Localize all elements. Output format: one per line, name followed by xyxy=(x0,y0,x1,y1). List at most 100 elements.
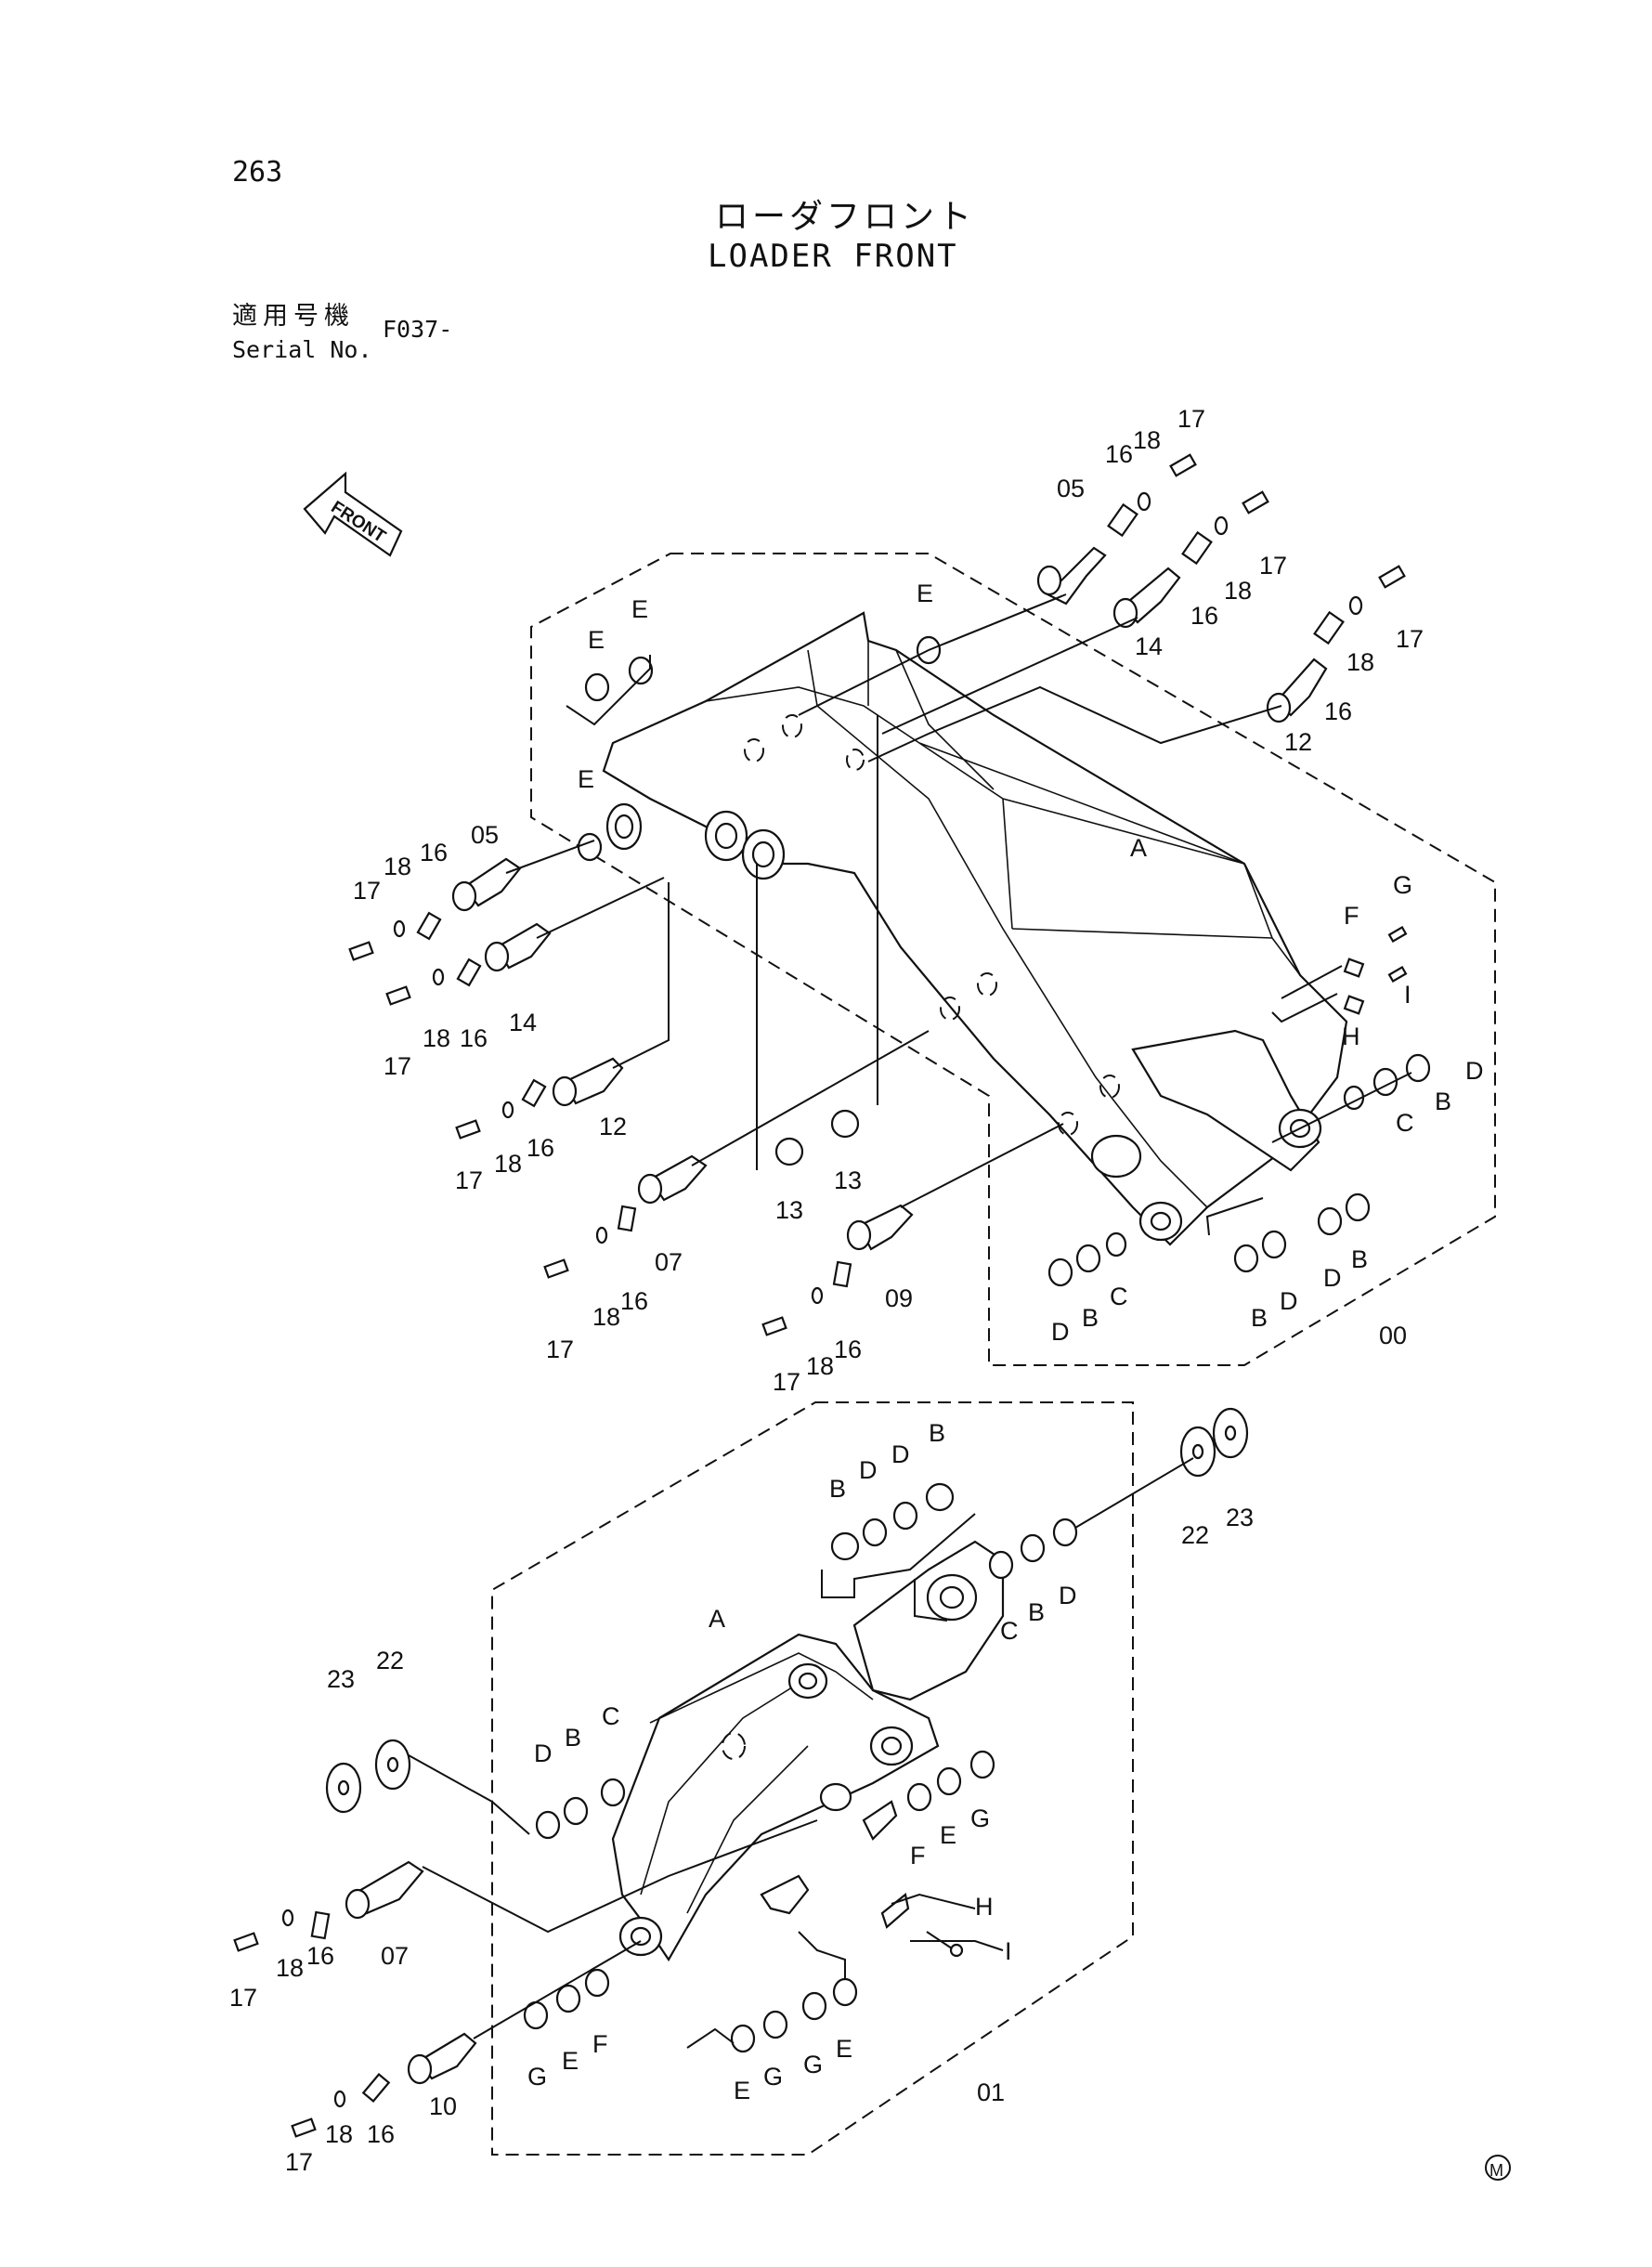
callout: A xyxy=(1130,834,1147,862)
callout: 18 xyxy=(1346,648,1374,676)
callout: 17 xyxy=(229,1984,257,2012)
callout: C xyxy=(1110,1283,1128,1310)
page-title: LOADER FRONT xyxy=(708,238,958,275)
callout: 17 xyxy=(285,2148,313,2176)
callout: E xyxy=(631,595,648,623)
callout: B xyxy=(1251,1304,1268,1332)
callout: 18 xyxy=(423,1024,450,1052)
callout: 00 xyxy=(1379,1322,1407,1349)
callout: E xyxy=(940,1821,956,1849)
callout: B xyxy=(1028,1598,1045,1626)
callout: C xyxy=(1000,1617,1019,1645)
callout: D xyxy=(859,1456,878,1484)
callout: 17 xyxy=(1177,405,1205,433)
lower-callouts: B D D B 22 23 C B D A 23 22 D B C G E F … xyxy=(229,1419,1254,2176)
callout: 05 xyxy=(471,821,499,849)
callout: 18 xyxy=(325,2120,353,2148)
callout: 17 xyxy=(773,1368,800,1396)
callout: 18 xyxy=(384,853,411,880)
serial-label-japanese: 適用号機 xyxy=(232,302,355,331)
callout: 05 xyxy=(1057,475,1085,502)
callout: B xyxy=(565,1724,581,1752)
callout: G xyxy=(803,2051,823,2078)
page-title-japanese: ローダフロント xyxy=(715,198,976,236)
callout: D xyxy=(1465,1057,1484,1085)
callout: 07 xyxy=(381,1942,409,1970)
callout: 07 xyxy=(655,1248,683,1276)
callout: I xyxy=(1404,981,1411,1009)
callout: 01 xyxy=(977,2078,1005,2106)
callout: 16 xyxy=(306,1942,334,1970)
callout: 18 xyxy=(276,1954,304,1982)
callout: 17 xyxy=(384,1052,411,1080)
bellcrank-assembly-outline xyxy=(491,1401,1134,2156)
callout: F xyxy=(910,1842,926,1870)
callout: 23 xyxy=(327,1665,355,1693)
callout: G xyxy=(1393,871,1412,899)
bellcrank-drawing xyxy=(611,1540,1005,1962)
callout: D xyxy=(891,1440,910,1468)
callout: 16 xyxy=(834,1335,862,1363)
callout: 16 xyxy=(527,1134,554,1162)
callout: B xyxy=(1435,1088,1451,1115)
callout: 16 xyxy=(420,839,448,866)
callout: 13 xyxy=(775,1196,803,1224)
callout: B xyxy=(829,1475,846,1503)
callout: E xyxy=(578,765,594,793)
callout: 22 xyxy=(376,1647,404,1674)
callout: 16 xyxy=(620,1287,648,1315)
upper-leader-lines xyxy=(505,593,1412,1236)
callout: G xyxy=(763,2063,783,2091)
callout: 18 xyxy=(1224,577,1252,605)
callout: 10 xyxy=(429,2092,457,2120)
callout: 13 xyxy=(834,1166,862,1194)
callout: 09 xyxy=(885,1284,913,1312)
callout: 18 xyxy=(806,1352,834,1380)
m-mark-icon: M xyxy=(1485,2155,1511,2181)
front-arrow-icon: FRONT xyxy=(303,471,403,557)
callout: H xyxy=(1342,1023,1360,1050)
callout: G xyxy=(970,1804,990,1832)
callout: E xyxy=(734,2077,750,2104)
callout: E xyxy=(836,2035,852,2063)
callout: B xyxy=(929,1419,945,1447)
callout: 18 xyxy=(494,1150,522,1178)
callout: I xyxy=(1005,1937,1012,1965)
callout: A xyxy=(709,1605,725,1633)
callout: 14 xyxy=(509,1009,537,1036)
callout: G xyxy=(527,2063,547,2091)
serial-number-value: F037- xyxy=(383,316,453,343)
callout: 23 xyxy=(1226,1504,1254,1531)
callout: 17 xyxy=(1396,625,1424,653)
callout: 17 xyxy=(1259,552,1287,580)
callout: 17 xyxy=(353,877,381,905)
callout: 14 xyxy=(1135,632,1163,660)
callout: B xyxy=(1082,1304,1099,1332)
callout: D xyxy=(534,1739,553,1767)
callout: C xyxy=(602,1702,620,1730)
callout: D xyxy=(1280,1287,1298,1315)
callout: B xyxy=(1351,1245,1368,1273)
callout: 16 xyxy=(1105,440,1133,468)
callout: 17 xyxy=(546,1335,574,1363)
callout: 12 xyxy=(1284,728,1312,756)
callout: 16 xyxy=(1190,602,1218,630)
callout: F xyxy=(1344,902,1359,930)
callout: 16 xyxy=(460,1024,488,1052)
callout: E xyxy=(588,626,605,654)
serial-label: Serial No. xyxy=(232,336,372,363)
callout: F xyxy=(592,2030,608,2058)
upper-parts xyxy=(348,453,1431,1336)
callout: D xyxy=(1059,1582,1077,1609)
callout: C xyxy=(1396,1109,1414,1137)
callout: D xyxy=(1323,1264,1342,1292)
m-mark-label: M xyxy=(1489,2161,1503,2180)
callout: 18 xyxy=(1133,426,1161,454)
callout: 22 xyxy=(1181,1521,1209,1549)
upper-callouts: 17 16 18 05 17 16 18 14 17 18 16 12 E E … xyxy=(353,405,1484,1396)
callout: E xyxy=(917,580,933,607)
callout: 17 xyxy=(455,1166,483,1194)
loader-arm-drawing xyxy=(602,611,1348,1246)
callout: 18 xyxy=(592,1303,620,1331)
